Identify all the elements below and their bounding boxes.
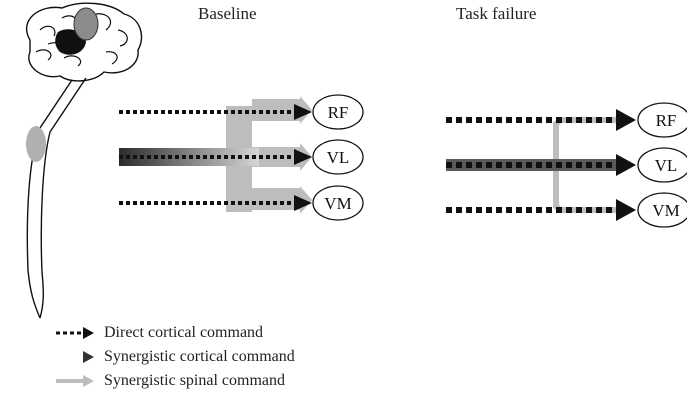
spinal-segment-grey [26,126,46,162]
legend-spinal-label: Synergistic spinal command [104,372,286,389]
legend-cortical: Synergistic cortical command [56,346,295,368]
spinal-command-icon [56,375,94,387]
direct-command-icon [56,327,94,339]
baseline-title: Baseline [198,4,257,23]
baseline-vl-node [312,139,364,175]
brain-structure-grey [73,7,99,41]
baseline-vm-node [312,185,364,221]
failure-vm-label: VM [652,201,679,220]
baseline-vm-label: VM [324,194,351,213]
baseline-rf-node [312,94,364,130]
failure-vl-label: VL [655,156,678,175]
baseline-direct-lines [119,110,296,205]
task-failure-title: Task failure [456,4,537,23]
task-failure-panel: RF VL VM [446,102,687,228]
legend-direct: Direct cortical command [56,322,263,344]
baseline-muscle-nodes: RF VL VM [312,94,364,221]
failure-rf-node [637,102,687,138]
baseline-rf-label: RF [328,103,349,122]
failure-muscle-nodes: RF VL VM [637,102,687,228]
cortical-command-icon [56,351,94,363]
failure-rf-label: RF [656,111,677,130]
brain-illustration [25,2,143,82]
baseline-panel: RF VL VM [119,94,364,221]
legend-direct-label: Direct cortical command [104,324,264,341]
spinal-cord [26,77,87,319]
baseline-vl-label: VL [327,148,350,167]
failure-vl-node [637,147,687,183]
failure-arrowheads [616,109,636,221]
legend-spinal: Synergistic spinal command [56,370,285,392]
legend-cortical-label: Synergistic cortical command [104,348,295,365]
failure-direct-lines [446,117,620,213]
failure-vm-node [637,192,687,228]
baseline-arrowheads [294,104,312,211]
